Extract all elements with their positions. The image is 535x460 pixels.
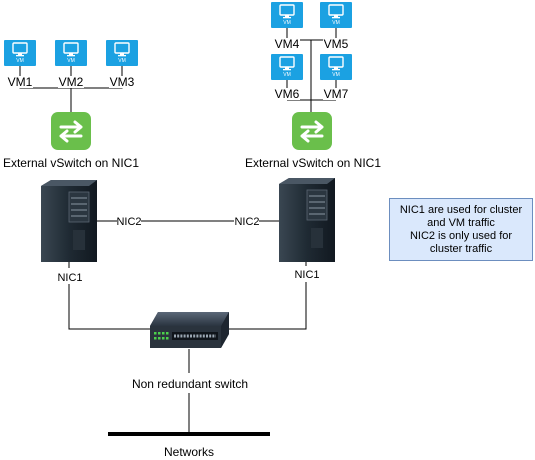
right-nic1-label: NIC1	[294, 269, 319, 281]
vm-labels: VM1 VM2 VM3 VM4 VM5 VM6 VM7	[7, 37, 349, 101]
vm3-label: VM3	[110, 75, 135, 89]
info-note: NIC1 are used for cluster and VM traffic…	[389, 198, 533, 261]
server-icon-left[interactable]	[41, 180, 97, 262]
right-nic1-uplink	[229, 282, 307, 330]
vm6-label: VM6	[275, 87, 300, 101]
vm-icon-vm4[interactable]: VM	[271, 2, 303, 28]
note-line-1: NIC1 are used for cluster and VM traffic	[399, 203, 523, 229]
vm-icon-vm1[interactable]: VM	[4, 40, 36, 66]
vm-badge: VM	[332, 72, 340, 78]
vm1-label: VM1	[8, 75, 33, 89]
left-vswitch-label: External vSwitch on NIC1	[3, 156, 139, 170]
vm-icon-vm7[interactable]: VM	[320, 54, 352, 80]
vm-badge: VM	[118, 58, 126, 64]
network-bus	[108, 432, 270, 436]
vm-badge: VM	[332, 20, 340, 26]
vm-icon-vm5[interactable]: VM	[320, 2, 352, 28]
vm7-label: VM7	[324, 87, 349, 101]
vm-badge: VM	[283, 72, 291, 78]
vm-badge: VM	[67, 58, 75, 64]
physical-switch-icon[interactable]	[150, 312, 229, 348]
vm-badge: VM	[16, 58, 24, 64]
switch-label: Non redundant switch	[132, 377, 248, 391]
vm5-label: VM5	[324, 37, 349, 51]
vm-icon-vm6[interactable]: VM	[271, 54, 303, 80]
right-vswitch-label: External vSwitch on NIC1	[245, 156, 381, 170]
note-line-2: NIC2 is only used for cluster traffic	[409, 229, 513, 255]
network-label: Networks	[164, 445, 214, 459]
left-nic1-label: NIC1	[57, 272, 82, 284]
vswitch-icon-right[interactable]	[292, 112, 332, 150]
vm-badge: VM	[283, 20, 291, 26]
server-icon-right[interactable]	[279, 178, 335, 262]
vm4-label: VM4	[275, 37, 300, 51]
vm-icon-vm2[interactable]: VM	[55, 40, 87, 66]
left-nic2-label: NIC2	[116, 216, 141, 228]
left-nic1-uplink	[68, 284, 150, 330]
right-nic2-label: NIC2	[234, 216, 259, 228]
vm2-label: VM2	[59, 75, 84, 89]
vswitch-icon-left[interactable]	[51, 112, 91, 150]
vm-icon-vm3[interactable]: VM	[106, 40, 138, 66]
